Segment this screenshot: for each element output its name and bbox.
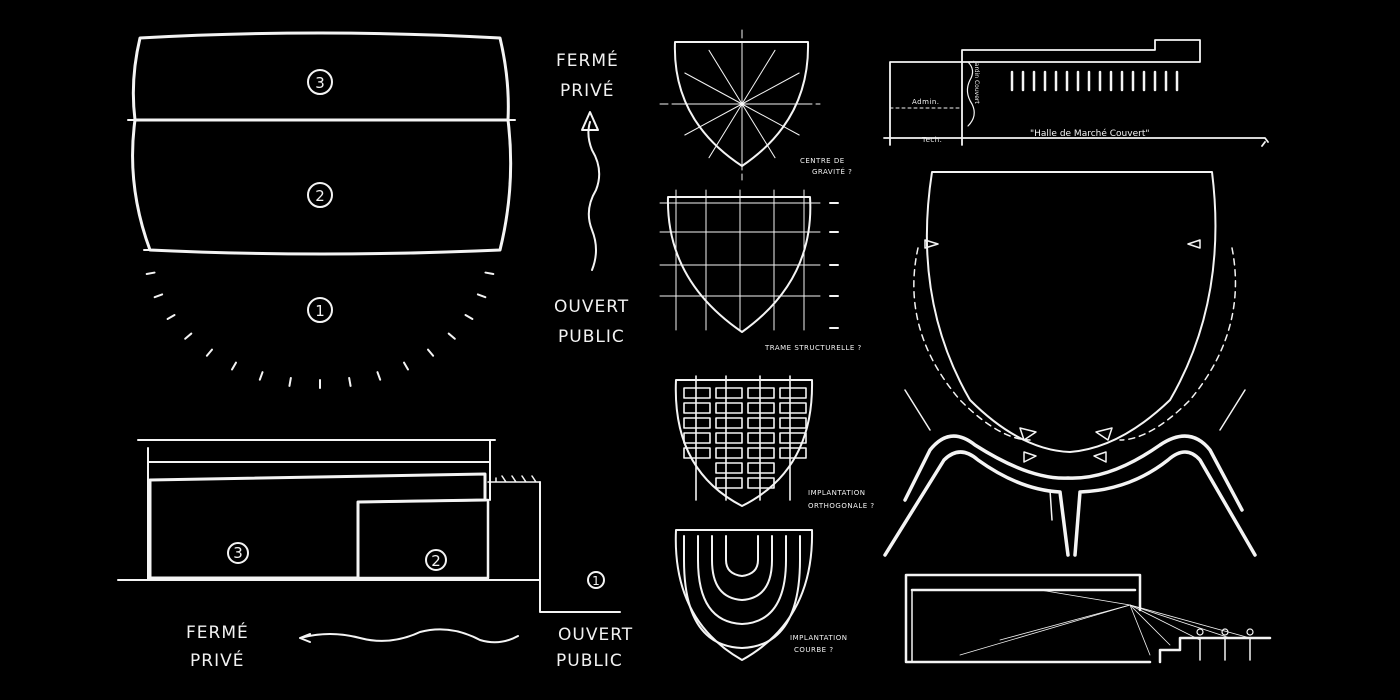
label-tech: Tech.	[921, 136, 942, 144]
study-structural-grid: TRAME STRUCTURELLE ?	[659, 189, 862, 352]
zone-3-band	[131, 31, 510, 122]
label-jardin: Jardin Couvert	[973, 60, 980, 104]
note-centre-de: CENTRE DE	[800, 157, 845, 165]
study-center-of-gravity: CENTRE DE GRAVITÉ ?	[659, 29, 852, 181]
private-public-gradient-arrow: FERMÉ PRIVÉ OUVERT PUBLIC	[554, 49, 629, 347]
section-label-2: 2	[431, 552, 441, 570]
label-admin: Admin.	[912, 98, 940, 106]
zone-label-1: 1	[315, 302, 325, 320]
zone-label-2: 2	[315, 187, 325, 205]
section-zoning-diagram: 3 2 1 FERMÉ PRIVÉ OUVERT PUBLIC	[117, 439, 633, 671]
label-ferme-top: FERMÉ	[556, 49, 619, 71]
plan-zoning-diagram: 3 2 1	[127, 31, 516, 389]
section-label-1: 1	[592, 574, 600, 588]
note-trame: TRAME STRUCTURELLE ?	[764, 344, 862, 352]
zone-1-dashed-arc	[143, 249, 497, 389]
study-curved-layout: IMPLANTATION COURBE ?	[674, 529, 847, 661]
label-public-bottom: PUBLIC	[556, 651, 623, 671]
note-implantation-2: IMPLANTATION	[790, 634, 847, 642]
note-gravite: GRAVITÉ ?	[812, 167, 852, 176]
label-halle: "Halle de Marché Couvert"	[1030, 128, 1150, 139]
label-ferme-bottom: FERMÉ	[186, 621, 249, 643]
label-prive-top: PRIVÉ	[560, 79, 614, 101]
note-orthogonale: ORTHOGONALE ?	[808, 502, 875, 510]
label-ouvert-top: OUVERT	[554, 297, 629, 317]
cross-section	[904, 573, 1272, 664]
section-zone-2	[356, 498, 490, 580]
longitudinal-section: Admin. Tech. "Halle de Marché Couvert" J…	[883, 39, 1269, 147]
label-ouvert-bottom: OUVERT	[558, 625, 633, 645]
label-prive-bottom: PRIVÉ	[190, 649, 244, 671]
study-orthogonal-layout: IMPLANTATION ORTHOGONALE ?	[674, 375, 875, 510]
note-implantation-1: IMPLANTATION	[808, 489, 865, 497]
market-hall-plan	[883, 171, 1257, 557]
section-label-3: 3	[233, 544, 243, 562]
note-courbe: COURBE ?	[794, 646, 834, 654]
zone-label-3: 3	[315, 74, 325, 92]
label-public-top: PUBLIC	[558, 327, 625, 347]
zone-2-band	[131, 118, 513, 256]
